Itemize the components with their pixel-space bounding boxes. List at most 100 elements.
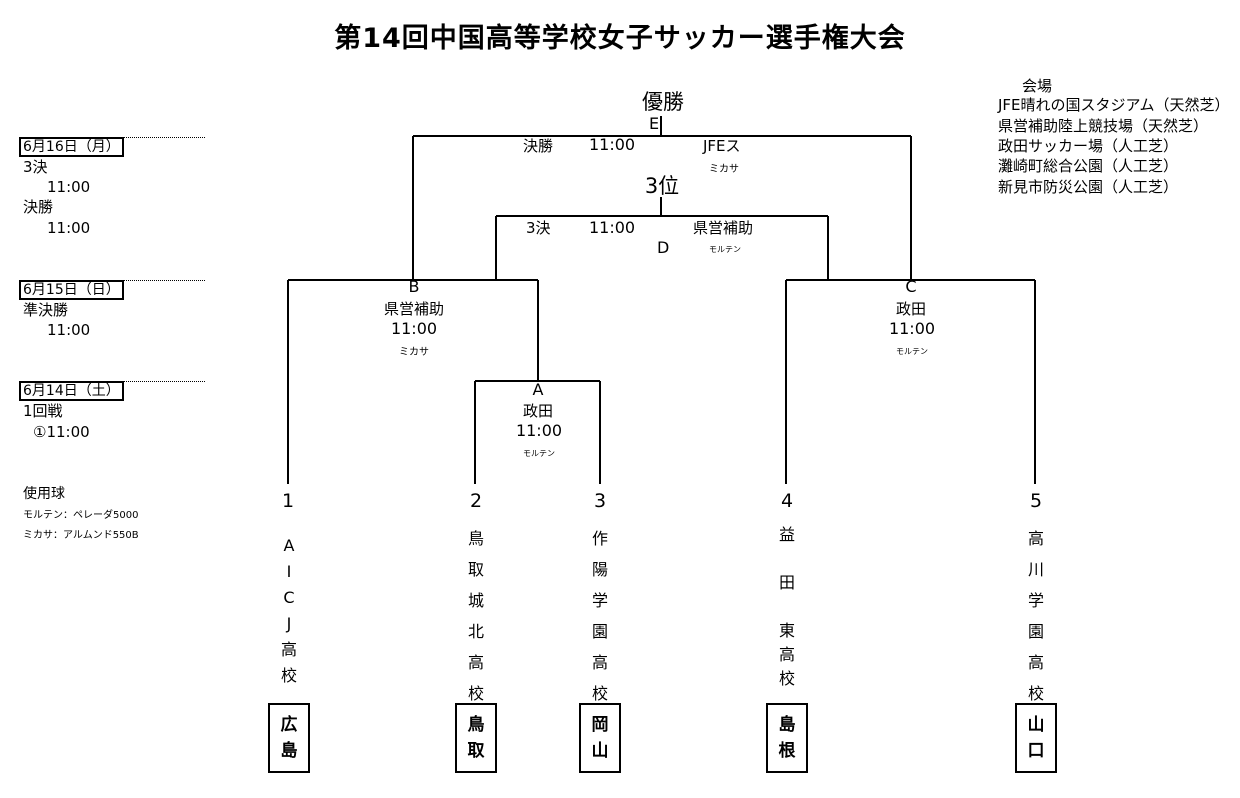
team-name-char: 取 [467,560,484,579]
schedule-time: 11:00 [47,219,91,237]
prefecture-char: 島 [280,741,298,761]
venue-item: 灘崎町総合公園（人工芝） [998,157,1179,175]
team-prefecture-box: 鳥 取 [455,703,497,773]
prefecture-char: 島 [778,715,796,735]
team-name-char: 校 [778,669,795,688]
team-name-char: 作 [591,529,608,548]
third-time: 11:00 [589,218,636,237]
third-ball: モルテン [709,245,741,254]
venue-item: 県営補助陸上競技場（天然芝） [998,117,1209,135]
third-place-heading: 3位 [644,174,680,198]
team-name: 高 川 学 園 高 校 [1016,523,1056,709]
match-b-venue: 県営補助 [383,300,445,318]
prefecture-char: 山 [1027,715,1045,735]
date-box: 6月15日（日） [19,280,124,300]
prefecture-char: 口 [1027,741,1045,761]
team-seed: 1 [281,490,295,512]
team-prefecture-box: 島 根 [766,703,808,773]
schedule-round: 決勝 [23,198,54,216]
match-a-time: 11:00 [515,421,563,440]
team-name-char: 城 [467,591,484,610]
match-b-ball: ミカサ [399,347,429,358]
team-name-char: J [286,614,292,633]
team-prefecture-box: 広 島 [268,703,310,773]
team-name: 益 田 東 高 校 [767,523,807,691]
ball-item: ミカサ：アルムンド550B [23,530,139,541]
prefecture-char: 岡 [591,715,609,735]
prefecture-char: 根 [778,741,796,761]
prefecture-char: 鳥 [467,715,485,735]
team-name-char: 校 [1027,684,1044,703]
team-name-char: 陽 [591,560,608,579]
match-c-letter: C [905,277,917,296]
ball-item: モルテン：ペレーダ5000 [23,510,139,521]
team-name: A I C J 高 校 [269,533,309,689]
final-time: 11:00 [589,135,636,154]
match-c-ball: モルテン [896,347,928,356]
team-name-char: 高 [467,653,484,672]
team-name-char: 東 [778,621,795,640]
schedule-round: 準決勝 [23,301,69,319]
team-name-char: 益 [778,525,795,544]
schedule-time: 11:00 [47,321,91,339]
team-prefecture-box: 山 口 [1015,703,1057,773]
team-name-char: 高 [778,645,795,664]
team-name-char: 校 [280,666,297,685]
team-seed: 2 [469,490,483,512]
prefecture-char: 取 [467,741,485,761]
team-name-spacer [767,595,807,619]
third-round: 3決 [526,219,551,237]
champion-heading: 優勝 [642,90,684,114]
team-name-char: 園 [591,622,608,641]
schedule-time: ①11:00 [33,423,90,441]
schedule-divider [120,381,205,382]
match-b-letter: B [408,277,420,296]
schedule-round: 1回戦 [23,402,63,420]
team-name-char: 学 [1027,591,1044,610]
team-name-char: 田 [778,573,795,592]
team-name-char: C [283,588,295,607]
team-seed: 4 [780,490,794,512]
team-name-char: 校 [591,684,608,703]
final-ball: ミカサ [709,164,739,175]
team-name-char: I [286,562,292,581]
final-round: 決勝 [523,137,554,155]
match-a-letter: A [532,380,544,399]
team-name: 作 陽 学 園 高 校 [580,523,620,709]
venue-item: 新見市防災公園（人工芝） [998,178,1179,196]
team-name-char: A [283,536,295,555]
match-a-venue: 政田 [522,402,554,420]
team-name-char: 校 [467,684,484,703]
team-name-char: 高 [591,653,608,672]
team-name-char: 高 [1027,529,1044,548]
match-a-ball: モルテン [523,449,555,458]
page-title: 第14回中国高等学校女子サッカー選手権大会 [334,23,906,54]
final-venue: JFEス [703,137,741,155]
team-name-char: 北 [467,622,484,641]
schedule-divider [120,280,205,281]
team-name: 鳥 取 城 北 高 校 [456,523,496,709]
schedule-round: 3決 [23,158,48,176]
venues-heading: 会場 [1022,77,1053,95]
prefecture-char: 山 [591,741,609,761]
final-match-letter: E [648,114,660,133]
prefecture-char: 広 [280,715,298,735]
balls-heading: 使用球 [23,486,65,502]
schedule-time: 11:00 [47,178,91,196]
third-venue: 県営補助 [693,219,754,237]
date-box: 6月14日（土） [19,381,124,401]
team-seed: 5 [1029,490,1043,512]
team-name-char: 鳥 [467,529,484,548]
match-b-time: 11:00 [390,319,438,338]
team-prefecture-box: 岡 山 [579,703,621,773]
team-name-char: 高 [1027,653,1044,672]
team-name-char: 川 [1027,560,1044,579]
team-name-spacer [767,547,807,571]
date-box: 6月16日（月） [19,137,124,157]
match-c-time: 11:00 [888,319,936,338]
team-name-char: 学 [591,591,608,610]
venue-item: JFE晴れの国スタジアム（天然芝） [998,96,1230,114]
venue-item: 政田サッカー場（人工芝） [998,137,1179,155]
third-match-letter: D [657,238,670,257]
